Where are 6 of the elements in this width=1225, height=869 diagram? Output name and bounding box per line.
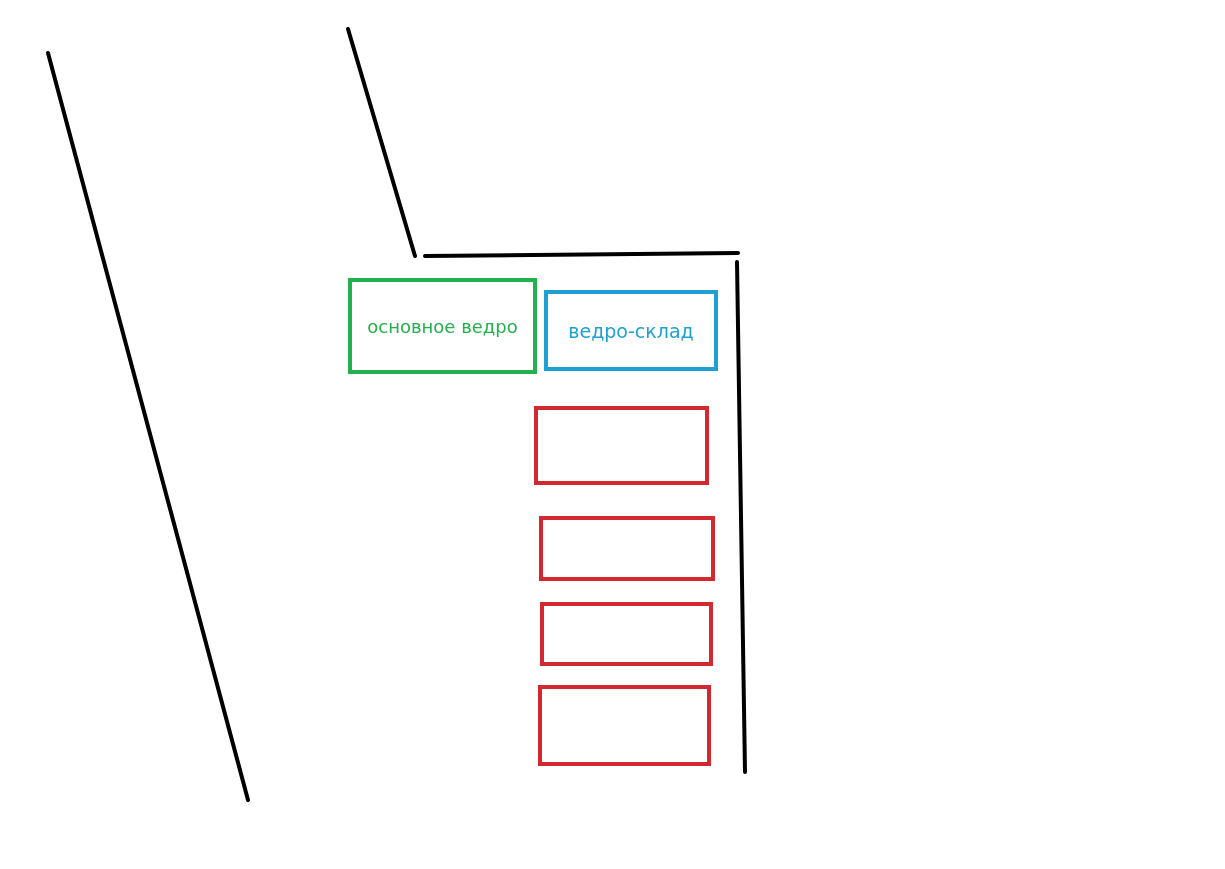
empty-box [538,685,711,766]
labeled-box: основное ведро [348,278,537,374]
labeled-box: ведро-склад [544,290,718,371]
empty-box [534,406,709,485]
empty-box [540,602,713,666]
empty-box [539,516,715,581]
